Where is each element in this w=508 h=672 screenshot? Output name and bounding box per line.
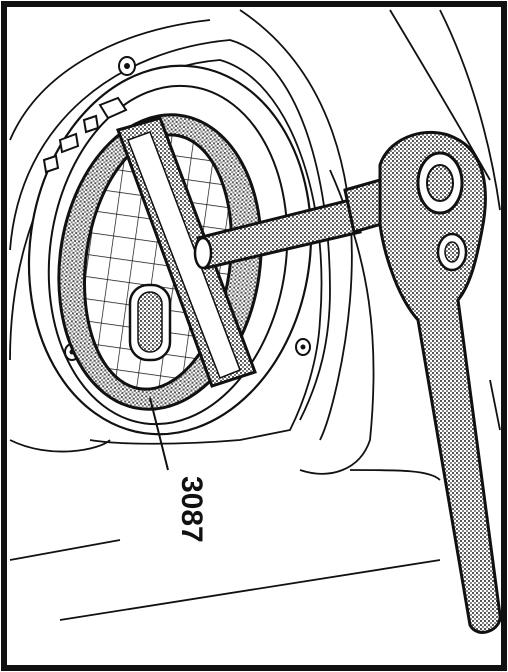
tool-crossbar-inner [127,131,241,379]
callout-leader-line [149,397,169,471]
extension-bar [193,178,390,270]
mounting-screw-right [295,338,311,356]
ratchet-wrench [378,130,502,634]
body-panel-lines [9,9,501,621]
ring-tabs [42,96,128,174]
mounting-screw-top [118,56,136,76]
reflector-details [128,283,172,362]
callout-label-3087: 3087 [175,476,208,543]
